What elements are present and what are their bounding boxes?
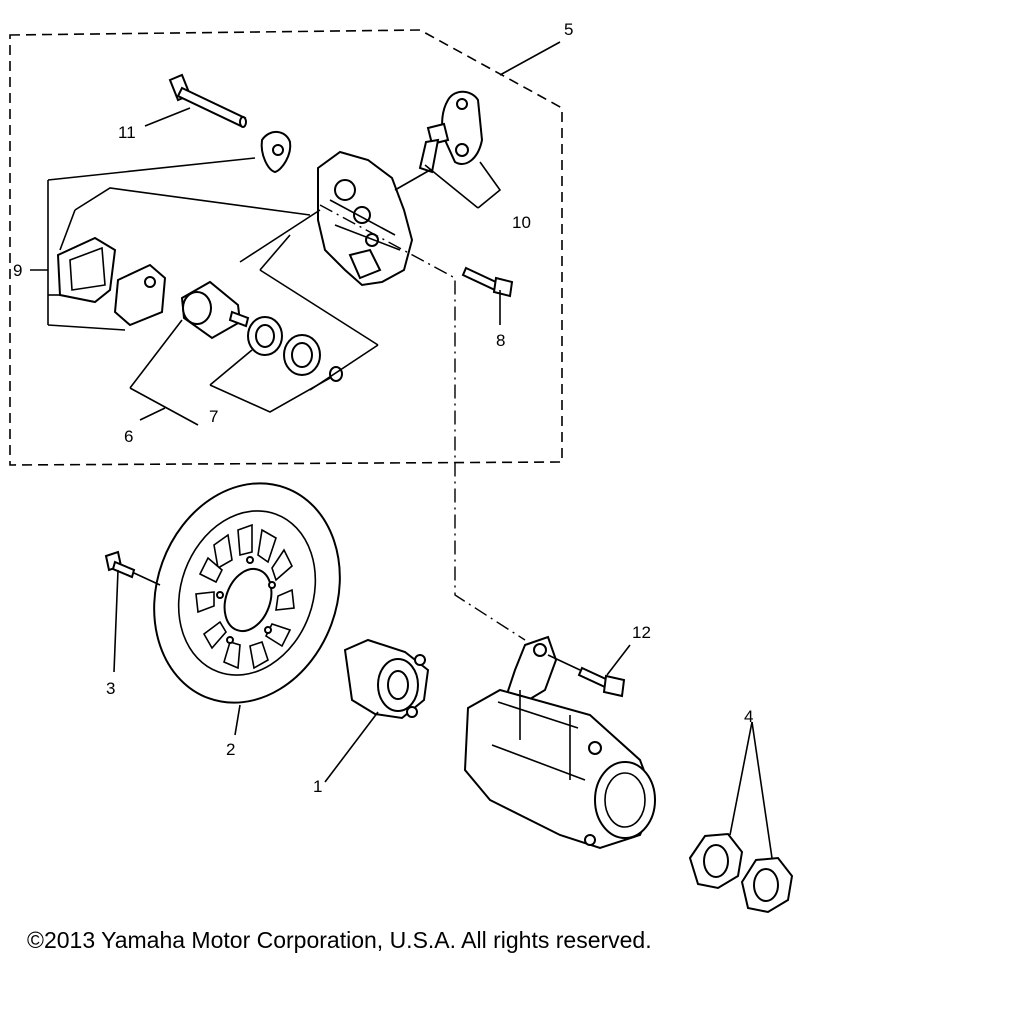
callout-12: 12 xyxy=(632,623,651,642)
pin-boot xyxy=(260,131,292,174)
callout-11: 11 xyxy=(118,123,136,142)
part-11-bolt xyxy=(168,73,247,128)
caliper-bracket xyxy=(503,635,558,707)
part-2-brake-disc xyxy=(153,482,341,704)
part-10-screw xyxy=(418,122,450,174)
part-9-brake-pad-a xyxy=(56,236,117,304)
callout-5: 5 xyxy=(564,20,573,39)
callout-4: 4 xyxy=(744,707,753,726)
part-7-seal-a xyxy=(247,316,283,356)
part-1-hub xyxy=(343,638,430,720)
part-12-bolt xyxy=(577,666,626,698)
part-4-nut-a xyxy=(688,832,744,890)
part-10-bracket xyxy=(441,90,484,165)
part-6-piston xyxy=(180,280,250,340)
part-9-brake-pad-b xyxy=(113,263,167,327)
part-4-nut-b xyxy=(740,856,794,914)
callout-9: 9 xyxy=(13,261,22,280)
callout-6: 6 xyxy=(124,427,133,446)
part-8-bolt xyxy=(461,266,514,298)
callout-3: 3 xyxy=(106,679,115,698)
callout-8: 8 xyxy=(496,331,505,350)
part-7-seal-b xyxy=(283,334,321,376)
callout-1: 1 xyxy=(313,777,322,796)
callout-7: 7 xyxy=(209,407,218,426)
callout-2: 2 xyxy=(226,740,235,759)
caliper-assembly-boundary xyxy=(9,29,563,466)
sprocket-housing xyxy=(463,688,657,850)
copyright-notice: ©2013 Yamaha Motor Corporation, U.S.A. A… xyxy=(27,927,652,953)
part-3-disc-bolt xyxy=(104,550,136,579)
caliper-body xyxy=(317,150,414,287)
leader-lines xyxy=(30,41,773,859)
callout-10: 10 xyxy=(512,213,531,232)
